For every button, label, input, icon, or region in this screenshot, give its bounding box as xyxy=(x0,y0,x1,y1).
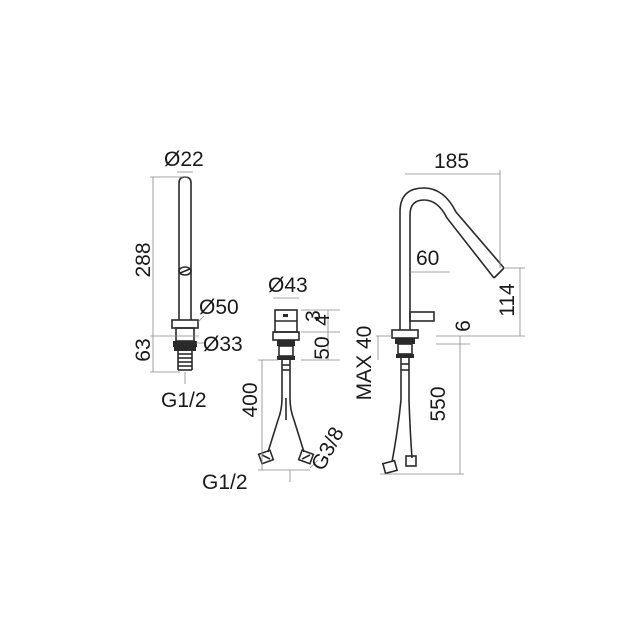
hand-shower-dimension-lines xyxy=(150,171,205,384)
mixer-control-hose-length-label: 400 xyxy=(239,382,262,417)
spout-washer-label: 6 xyxy=(452,320,475,332)
hand-shower-view: Ø22 288 Ø50 Ø33 63 G1/2 xyxy=(132,148,243,412)
spout-dimension-lines xyxy=(376,170,525,475)
spout-max-deck-label: MAX 40 xyxy=(353,326,376,401)
hand-shower-thread-label: G1/2 xyxy=(161,389,207,412)
mixer-control-dimension-lines xyxy=(258,297,340,482)
spout-body xyxy=(381,187,505,475)
hand-shower-base-height-label: 63 xyxy=(132,338,155,361)
spout-hose-length-label: 550 xyxy=(427,386,450,421)
spout-outlet-height-label: 114 xyxy=(496,283,519,317)
hand-shower-diameter-top-label: Ø22 xyxy=(164,148,204,171)
mixer-control-thread-left-label: G1/2 xyxy=(202,471,248,494)
spout-view: 185 60 114 MAX 40 6 550 xyxy=(353,150,525,475)
mixer-control-height-label: 50 xyxy=(311,336,334,359)
mixer-control-body xyxy=(257,309,315,465)
mixer-control-thread-right-label: G3/8 xyxy=(307,423,349,474)
spout-lever-offset-label: 60 xyxy=(416,247,439,270)
hand-shower-diameter-flange-label: Ø50 xyxy=(199,296,239,319)
mixer-control-small-height-label: 3 xyxy=(302,310,325,322)
hand-shower-height-label: 288 xyxy=(132,242,155,277)
mixer-control-diameter-label: Ø43 xyxy=(268,274,308,297)
hand-shower-diameter-base-label: Ø33 xyxy=(203,333,243,356)
spout-reach-label: 185 xyxy=(434,150,469,173)
hand-shower-body xyxy=(171,176,199,371)
mixer-control-top-gap-label: 4 xyxy=(311,314,334,326)
